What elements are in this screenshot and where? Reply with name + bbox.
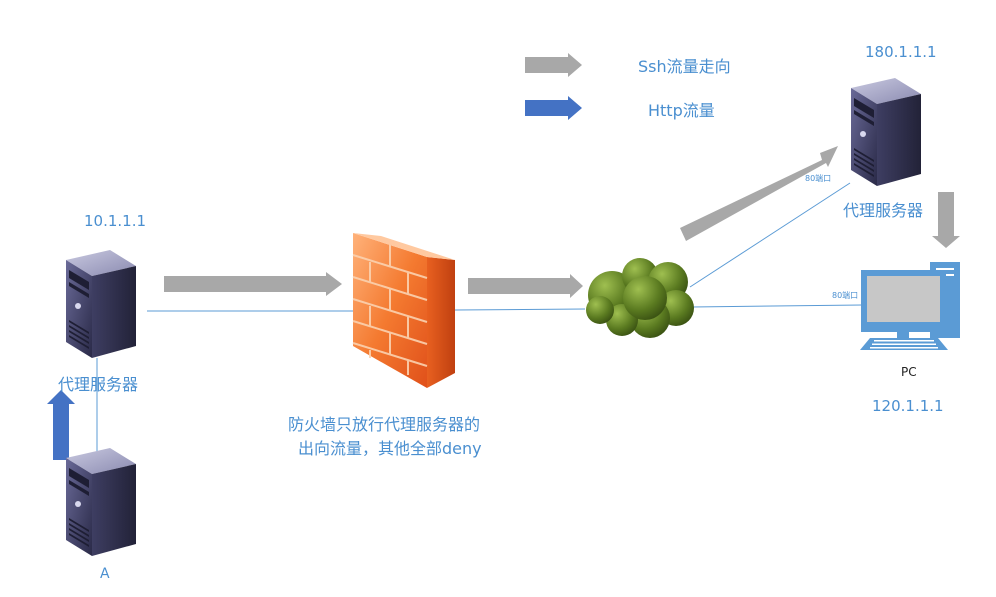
server-icon xyxy=(851,78,921,186)
connection-lines xyxy=(96,182,863,458)
cloud-icon xyxy=(586,258,694,338)
pc-port-label: 80端口 xyxy=(832,291,859,300)
proxy-right-ip: 180.1.1.1 xyxy=(865,43,937,61)
ssh-arrow-cloud-to-proxy-right xyxy=(680,146,838,241)
client-a-label: A xyxy=(100,566,110,582)
firewall-note-line2: 出向流量，其他全部deny xyxy=(298,439,482,458)
server-icon xyxy=(66,448,136,556)
legend-http-label: Http流量 xyxy=(648,101,715,120)
legend-http-arrow xyxy=(525,96,582,120)
link-firewall-to-cloud xyxy=(454,308,586,311)
pc-ip: 120.1.1.1 xyxy=(872,397,944,415)
legend-ssh-arrow xyxy=(525,53,582,77)
ssh-arrow-firewall-to-cloud xyxy=(468,274,583,298)
proxy-left-label: 代理服务器 xyxy=(58,375,139,394)
proxy-left-ip: 10.1.1.1 xyxy=(84,212,147,230)
http-arrow-a-to-proxy xyxy=(47,390,75,460)
firewall-icon xyxy=(352,233,455,388)
ssh-arrow-proxy-to-firewall xyxy=(164,272,342,296)
firewall-note-line1: 防火墙只放行代理服务器的 xyxy=(288,415,481,434)
proxy-right-port-label: 80端口 xyxy=(805,174,832,183)
pc-label: PC xyxy=(901,365,917,379)
legend-ssh-label: Ssh流量走向 xyxy=(638,57,731,76)
proxy-right-label: 代理服务器 xyxy=(843,201,924,220)
link-cloud-to-proxy-right xyxy=(689,182,851,288)
pc-icon xyxy=(860,262,960,350)
server-icon xyxy=(66,250,136,358)
ssh-arrow-proxy-to-pc xyxy=(932,192,960,248)
link-cloud-to-pc xyxy=(691,304,863,308)
